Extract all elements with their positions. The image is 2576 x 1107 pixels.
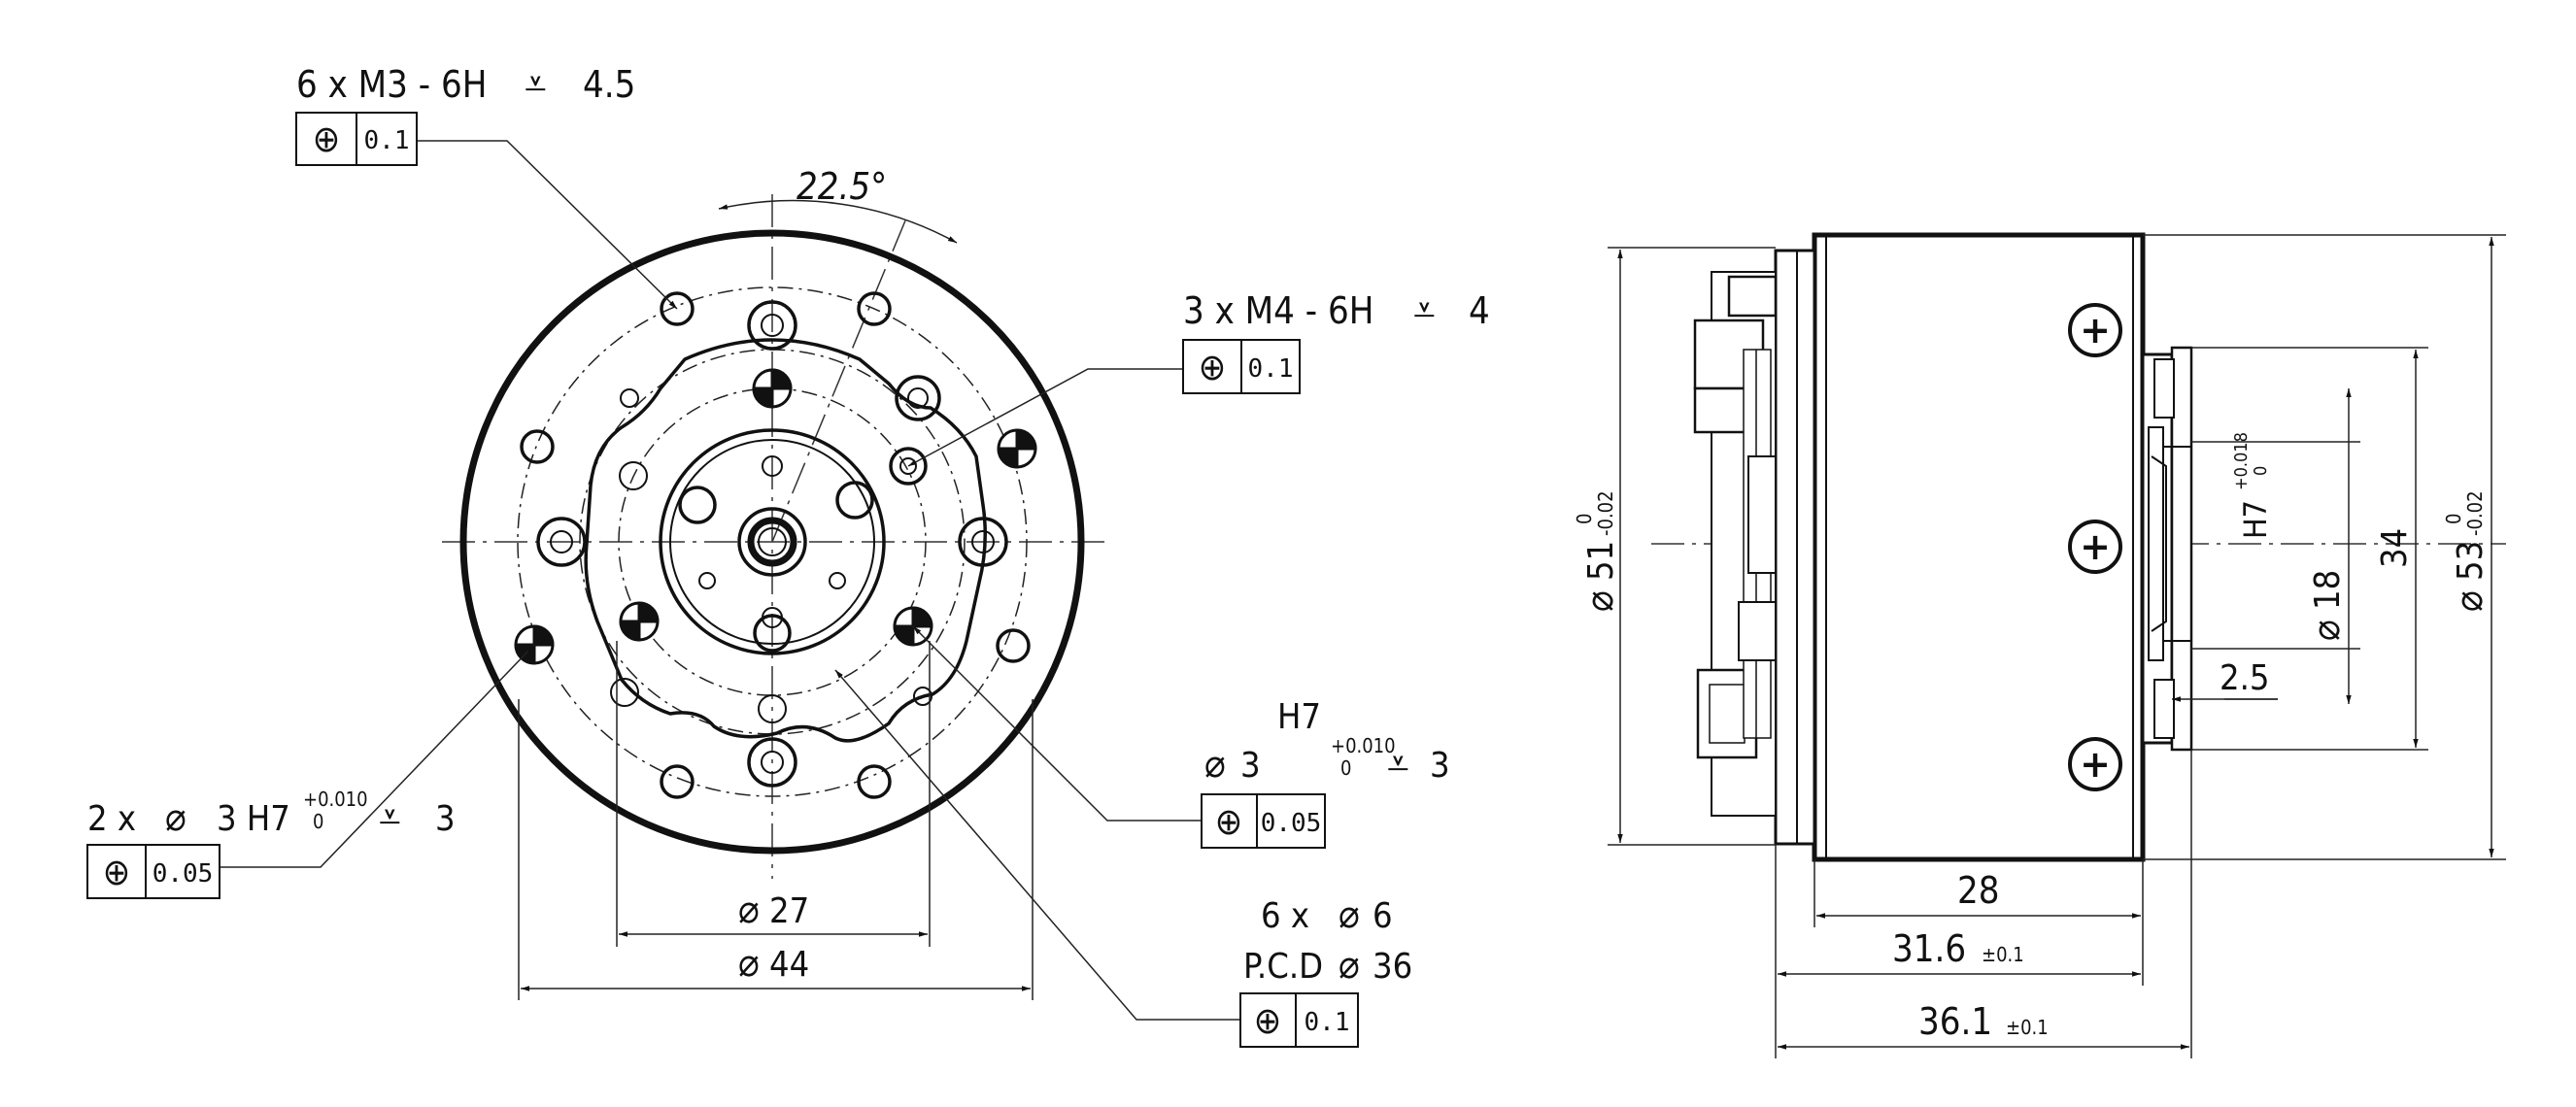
svg-text:6 x M3 - 6H: 6 x M3 - 6H bbox=[296, 63, 487, 106]
front-view: 22.5° ⌀ 27 ⌀ 44 bbox=[219, 140, 1240, 1021]
datum-markers bbox=[514, 368, 1037, 665]
dim-right-dia: ⌀ 53 0 -0.02 bbox=[2442, 490, 2491, 612]
svg-text:+: + bbox=[2080, 743, 2111, 786]
svg-text:0.1: 0.1 bbox=[1305, 1008, 1350, 1037]
mounting-hole bbox=[520, 429, 555, 464]
svg-text:⌀: ⌀ bbox=[738, 941, 760, 986]
dim-bore: ⌀ 18 H7 +0.018 0 bbox=[2231, 432, 2349, 641]
svg-text:⌀: ⌀ bbox=[2304, 620, 2349, 641]
dim-left-dia: ⌀ 51 0 -0.02 bbox=[1573, 490, 1622, 612]
dim-31-6: 31.6 ±0.1 bbox=[1892, 927, 2024, 970]
svg-text:-0.02: -0.02 bbox=[2463, 490, 2487, 536]
note-m3: 6 x M3 - 6H ⩡ 4.5 bbox=[296, 62, 635, 107]
svg-text:36.1: 36.1 bbox=[1918, 1000, 1992, 1043]
svg-text:27: 27 bbox=[769, 891, 809, 931]
svg-text:0.1: 0.1 bbox=[364, 126, 410, 155]
svg-text:0: 0 bbox=[1340, 756, 1351, 780]
position-symbol: ⊕ bbox=[313, 117, 341, 160]
fcf-holes: ⊕ 0.1 bbox=[1239, 992, 1359, 1048]
dim-34: 34 bbox=[2375, 528, 2415, 568]
svg-text:36: 36 bbox=[1373, 947, 1412, 987]
mounting-hole bbox=[857, 764, 892, 799]
svg-text:3 x M4 - 6H: 3 x M4 - 6H bbox=[1183, 289, 1373, 332]
dim-outer: ⌀ 44 bbox=[738, 941, 809, 986]
svg-text:⌀: ⌀ bbox=[165, 795, 186, 840]
mounting-hole bbox=[996, 628, 1031, 663]
svg-text:⩡: ⩡ bbox=[1387, 742, 1409, 787]
position-symbol: ⊕ bbox=[1215, 800, 1243, 843]
svg-text:+0.010: +0.010 bbox=[303, 788, 368, 811]
svg-text:+: + bbox=[2080, 525, 2111, 568]
svg-text:4.5: 4.5 bbox=[583, 63, 635, 106]
svg-text:+0.018: +0.018 bbox=[2231, 432, 2252, 490]
position-symbol: ⊕ bbox=[1254, 999, 1282, 1042]
svg-text:+: + bbox=[2080, 309, 2111, 352]
svg-text:51: 51 bbox=[1581, 541, 1621, 581]
angle-label: 22.5° bbox=[797, 165, 887, 208]
svg-text:⌀: ⌀ bbox=[1339, 943, 1360, 988]
position-symbol: ⊕ bbox=[1199, 346, 1227, 388]
dim-28: 28 bbox=[1957, 869, 2000, 912]
svg-text:6: 6 bbox=[1373, 896, 1393, 936]
svg-text:3: 3 bbox=[1240, 746, 1261, 786]
svg-text:0: 0 bbox=[313, 810, 323, 833]
svg-text:0: 0 bbox=[2251, 466, 2271, 476]
mounting-hole bbox=[660, 764, 695, 799]
screw-holes bbox=[536, 300, 1008, 788]
svg-text:3: 3 bbox=[435, 799, 456, 839]
output-flange bbox=[2141, 346, 2193, 752]
note-m4: 3 x M4 - 6H ⩡ 4 bbox=[1183, 288, 1490, 333]
note-dowel: 2 x ⌀ 3 H7 +0.010 0 ⩡ 3 bbox=[87, 788, 456, 840]
svg-text:4: 4 bbox=[1469, 289, 1490, 332]
mounting-hole bbox=[660, 291, 695, 326]
svg-text:⌀: ⌀ bbox=[1577, 590, 1622, 612]
svg-text:⌀: ⌀ bbox=[1339, 892, 1360, 937]
dim-36-1: 36.1 ±0.1 bbox=[1918, 1000, 2049, 1043]
svg-text:⩡: ⩡ bbox=[525, 62, 547, 107]
svg-text:0: 0 bbox=[1573, 514, 1596, 524]
svg-text:⩡: ⩡ bbox=[379, 795, 401, 840]
svg-text:P.C.D: P.C.D bbox=[1243, 947, 1323, 987]
svg-text:0.05: 0.05 bbox=[1261, 809, 1322, 838]
svg-text:0.1: 0.1 bbox=[1248, 354, 1294, 384]
svg-text:3 H7: 3 H7 bbox=[217, 799, 290, 839]
svg-text:0: 0 bbox=[2442, 514, 2465, 524]
pcb-assembly bbox=[1693, 271, 1778, 817]
svg-text:±0.1: ±0.1 bbox=[1982, 943, 2024, 966]
svg-text:18: 18 bbox=[2308, 570, 2348, 610]
svg-text:⌀: ⌀ bbox=[1204, 742, 1226, 787]
note-pin: H7 ⌀ 3 +0.010 0 ⩡ 3 bbox=[1204, 697, 1450, 787]
svg-text:H7: H7 bbox=[1277, 697, 1321, 737]
svg-text:⌀: ⌀ bbox=[2447, 590, 2491, 612]
dim-2-5: 2.5 bbox=[2220, 658, 2270, 698]
mounting-hole bbox=[857, 291, 892, 326]
svg-text:44: 44 bbox=[769, 945, 809, 985]
fcf-m4: ⊕ 0.1 bbox=[1182, 339, 1301, 394]
dim-inner: ⌀ 27 bbox=[738, 888, 809, 932]
svg-text:⩡: ⩡ bbox=[1413, 288, 1436, 333]
svg-text:53: 53 bbox=[2451, 541, 2491, 581]
svg-text:0.05: 0.05 bbox=[153, 859, 214, 889]
svg-text:⌀: ⌀ bbox=[738, 888, 760, 932]
side-view: + + + ⌀ 51 0 -0.02 ⌀ 53 0 -0.02 34 bbox=[1573, 232, 2506, 1058]
svg-text:3: 3 bbox=[1430, 746, 1450, 786]
svg-text:±0.1: ±0.1 bbox=[2006, 1016, 2049, 1039]
fcf-dowel: ⊕ 0.05 bbox=[86, 844, 220, 899]
svg-text:H7: H7 bbox=[2237, 500, 2274, 539]
position-symbol: ⊕ bbox=[103, 851, 131, 893]
svg-text:31.6: 31.6 bbox=[1892, 927, 1966, 970]
screw-heads: + + + bbox=[2068, 303, 2122, 791]
note-holes: 6 x ⌀ 6 P.C.D ⌀ 36 bbox=[1243, 892, 1412, 988]
svg-text:2 x: 2 x bbox=[87, 799, 136, 839]
lobed-plate bbox=[584, 338, 987, 743]
svg-text:-0.02: -0.02 bbox=[1594, 490, 1617, 536]
svg-text:+0.010: +0.010 bbox=[1331, 734, 1396, 757]
fcf-pin: ⊕ 0.05 bbox=[1201, 793, 1326, 849]
svg-text:6 x: 6 x bbox=[1261, 896, 1309, 936]
fcf-m3: ⊕ 0.1 bbox=[295, 112, 418, 166]
